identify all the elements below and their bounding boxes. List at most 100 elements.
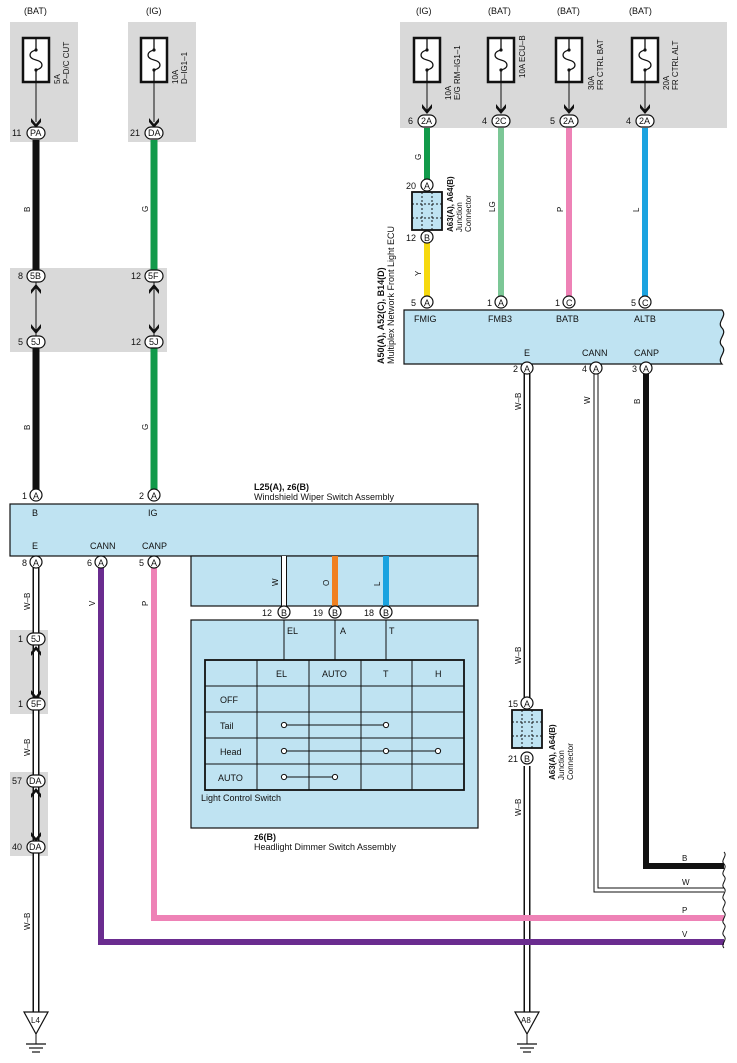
ecu-panel [403,309,725,365]
wire-label: L [632,207,641,212]
wire-label: W [682,878,690,887]
connector-badge: B [277,605,291,619]
pin-number: 5 [411,298,416,308]
fuse4-rating: 10A [518,63,527,78]
svg-text:5J: 5J [31,634,41,644]
pin-number: 5 [550,116,555,126]
fuse2-source: (IG) [146,6,162,16]
light-footer-subtitle: Headlight Dimmer Switch Assembly [254,842,397,852]
svg-text:A: A [33,491,39,501]
wire-label: O [322,580,331,586]
fuse1-rating: 5A [53,74,62,84]
continuation-marks [722,851,726,949]
wire-label: W–B [514,393,523,410]
connector-badge: 2A [559,114,579,128]
junction-connector-bottom [511,709,543,749]
wiper-switch-panel [9,503,479,557]
light-sub-pin-label: EL [287,626,298,636]
fuse6-rating: 20A [662,75,671,90]
pin-number: 1 [22,491,27,501]
fuse3-source: (IG) [416,6,432,16]
connector-badge: B [379,605,393,619]
light-sub-pin-label: A [340,626,346,636]
wire-label: B [633,399,642,404]
continuity-auto [280,773,339,781]
pin-number: 12 [131,271,141,281]
svg-text:A: A [424,181,430,191]
wire-label: G [141,424,150,430]
fuse-3-symbol [412,36,442,84]
pin-number: 4 [482,116,487,126]
pin-number: 19 [313,608,323,618]
fuse2-rating: 10A [171,69,180,84]
junction-connector-top [411,191,443,231]
svg-text:B: B [281,608,287,618]
connector-badge: 2A [417,114,437,128]
svg-text:B: B [332,608,338,618]
connector-badge: DA [26,840,46,854]
connector-badge: A [639,361,653,375]
fuse5-name: FR CTRL BAT [596,39,605,90]
pin-number: 4 [626,116,631,126]
wiper-pin-label: E [32,541,38,551]
connector-badge: A [420,178,434,192]
wire-label: Y [414,270,423,276]
connector-badge: 2A [635,114,655,128]
fuse1-source: (BAT) [24,6,47,16]
pin-number: 2 [139,491,144,501]
connector-badge: C [638,295,652,309]
svg-text:B: B [524,754,530,764]
svg-text:DA: DA [29,776,42,786]
connector-badge: 5B [26,269,46,283]
svg-text:5J: 5J [31,337,41,347]
pin-number: 1 [18,699,23,709]
svg-text:2A: 2A [563,116,574,126]
wire-label: W–B [23,913,32,930]
pin-number: 3 [632,364,637,374]
svg-text:2C: 2C [495,116,507,126]
svg-text:DA: DA [148,128,161,138]
svg-text:DA: DA [29,842,42,852]
connector-badge: B [520,751,534,765]
wire-w-cann [593,372,724,893]
connector-badge: A [29,555,43,569]
pin-number: 4 [582,364,587,374]
ecu-subtitle: Multiplex Network Front Light ECU [386,226,396,364]
pin-number: 15 [508,699,518,709]
switch-row-label: AUTO [218,773,243,783]
wire-label: LG [488,201,497,212]
pin-number: 18 [364,608,374,618]
wiper-pin-label: CANN [90,541,116,551]
ecu-pin-label: FMIG [414,314,437,324]
svg-text:PA: PA [30,128,41,138]
switch-col-header: AUTO [322,669,347,679]
pin-number: 12 [131,337,141,347]
connector-badge: A [147,555,161,569]
ground-label: A8 [521,1016,531,1025]
light-switch-name: Light Control Switch [201,793,281,803]
pin-number: 5 [18,337,23,347]
svg-text:A: A [524,364,530,374]
pin-number: 6 [408,116,413,126]
pin-number: 1 [487,298,492,308]
connector-badge: 5J [26,632,46,646]
wire-label: V [682,930,688,939]
ecu-pin-label: BATB [556,314,579,324]
svg-text:A: A [643,364,649,374]
svg-text:B: B [383,608,389,618]
continuity-tail [280,721,390,729]
svg-text:A: A [424,298,430,308]
wire-b-canp [643,372,724,869]
pin-number: 5 [139,558,144,568]
wiper-pin-label: B [32,508,38,518]
switch-row-label: Tail [220,721,234,731]
pin-number: 8 [18,271,23,281]
connector-badge: A [147,488,161,502]
fuse-4-symbol [486,36,516,84]
junction-top-line2: Connector [464,195,473,232]
wire-label: L [373,581,382,586]
pin-number: 12 [406,233,416,243]
switch-row-label: Head [220,747,242,757]
ground-symbol-l4 [22,1011,50,1053]
ecu-pin-label: CANN [582,348,608,358]
